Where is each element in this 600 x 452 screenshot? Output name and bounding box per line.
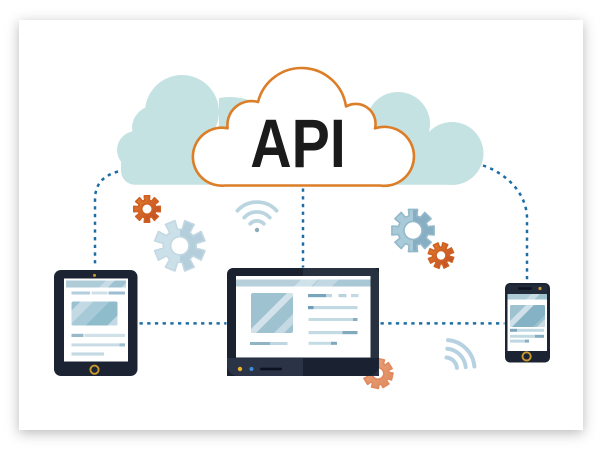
svg-text:API: API — [250, 106, 345, 182]
